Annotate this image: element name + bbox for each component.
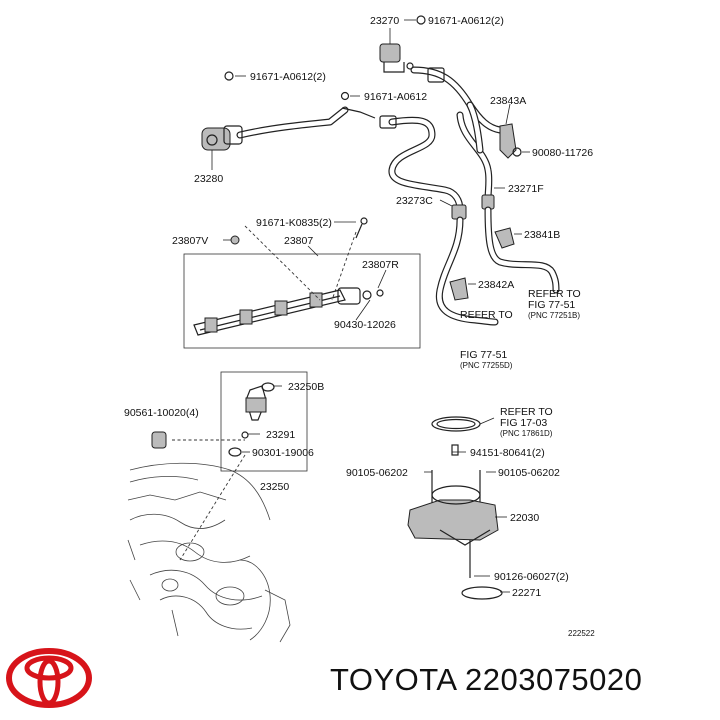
supply-hose [484,206,560,294]
label-23807r: 23807R [362,259,399,271]
label-23273c: 23273C [396,195,433,207]
fuel-hose-assembly [379,66,504,220]
pulsation-damper-23270 [379,43,414,73]
throttle-body-22030 [407,416,503,600]
label-90301-19006: 90301-19006 [252,447,314,459]
label-23807: 23807 [284,235,313,247]
bolt-icon [224,71,234,81]
label-91671-k0835: 91671-K0835(2) [256,217,332,229]
label-90105-06202-right: 90105-06202 [498,467,560,479]
label-23250: 23250 [260,481,289,493]
label-23250b: 23250B [288,381,324,393]
refer-77251b-line2: FIG 77-51 [528,299,575,311]
refer-77255d-line2: FIG 77-51 [460,349,507,361]
label-90105-06202-left: 90105-06202 [346,467,408,479]
label-23291: 23291 [266,429,295,441]
bracket-23843a [499,123,522,159]
label-94151-80641: 94151-80641(2) [470,447,545,459]
label-91671-a0612: 91671-A0612 [364,91,427,103]
refer-77251b-line1: REFER TO [528,288,581,300]
fuel-injector-23250 [228,382,275,457]
refer-77255d-line1: REFER TO [460,309,513,321]
fuel-rail-group-box [183,253,421,349]
label-23280: 23280 [194,173,223,185]
label-23271f: 23271F [508,183,544,195]
label-23843a: 23843A [490,95,526,107]
refer-17861d-line3: (PNC 17861D) [500,429,553,438]
label-90561-10020: 90561-10020(4) [124,407,199,419]
clamp-23842a [449,277,469,301]
refer-77251b-line3: (PNC 77251B) [528,311,580,320]
label-91671-a0612-2-left: 91671-A0612(2) [250,71,326,83]
injector-group-box [220,371,308,472]
leader-lines [211,19,530,593]
label-90080-11726: 90080-11726 [532,147,593,159]
insulator-90561 [151,431,167,449]
refer-77255d-line3: (PNC 77255D) [460,361,513,370]
cap-23807v [230,235,240,245]
refer-17861d-line2: FIG 17-03 [500,417,547,429]
reference-code: 222522 [568,629,595,638]
label-91671-a0612-2-top: 91671-A0612(2) [428,15,504,27]
label-90126-06027: 90126-06027(2) [494,571,569,583]
toyota-logo [6,648,92,708]
fuel-rail-23807 [193,217,384,336]
label-23841b: 23841B [524,229,560,241]
label-22271: 22271 [512,587,541,599]
clamp-23841b [494,227,515,249]
label-22030: 22030 [510,512,539,524]
label-23807v: 23807V [172,235,208,247]
label-23270: 23270 [370,15,399,27]
refer-17861d-line1: REFER TO [500,406,553,418]
label-23842a: 23842A [478,279,514,291]
label-90430-12026: 90430-12026 [334,319,396,331]
brand-part-number: TOYOTA 2203075020 [330,662,643,697]
engine-block-outline [127,462,291,643]
pressure-regulator-23280 [201,15,426,151]
